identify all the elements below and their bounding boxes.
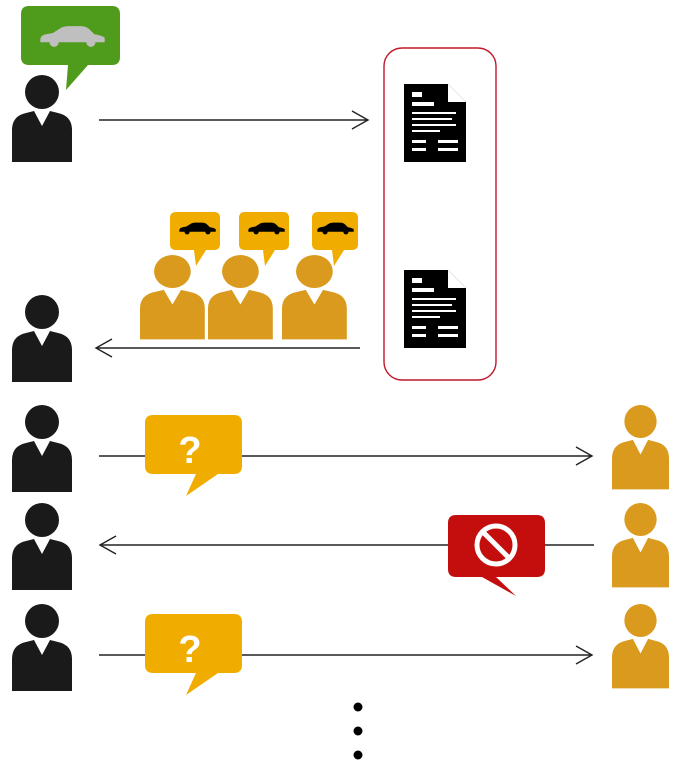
provider-person-icon [612,603,669,689]
provider-person-icon [282,254,347,340]
question-mark: ? [178,430,201,472]
document-icon [404,270,466,348]
requester-person-icon [12,295,72,382]
document-icon [404,84,466,162]
question-mark: ? [178,629,201,671]
question-bubble: ? [145,415,242,496]
offers-arrow [94,338,360,358]
prohibited-icon [474,523,518,567]
provider-person-icon [208,254,273,340]
provider-person-icon [612,404,669,490]
requester-person-icon [12,405,72,492]
request-bubble [21,6,120,90]
requester-person-icon [12,503,72,590]
registry-box [383,47,497,381]
offer-bubble [170,212,220,266]
provider-person-icon [612,502,669,588]
requester-person-icon [12,75,72,162]
provider-person-icon [140,254,205,340]
offer-bubble [312,212,358,266]
vertical-ellipsis [353,702,363,760]
reject-bubble [448,515,545,596]
offer-bubble [239,212,289,266]
request-arrow [99,110,370,130]
requester-person-icon [12,604,72,691]
question-bubble: ? [145,614,242,695]
